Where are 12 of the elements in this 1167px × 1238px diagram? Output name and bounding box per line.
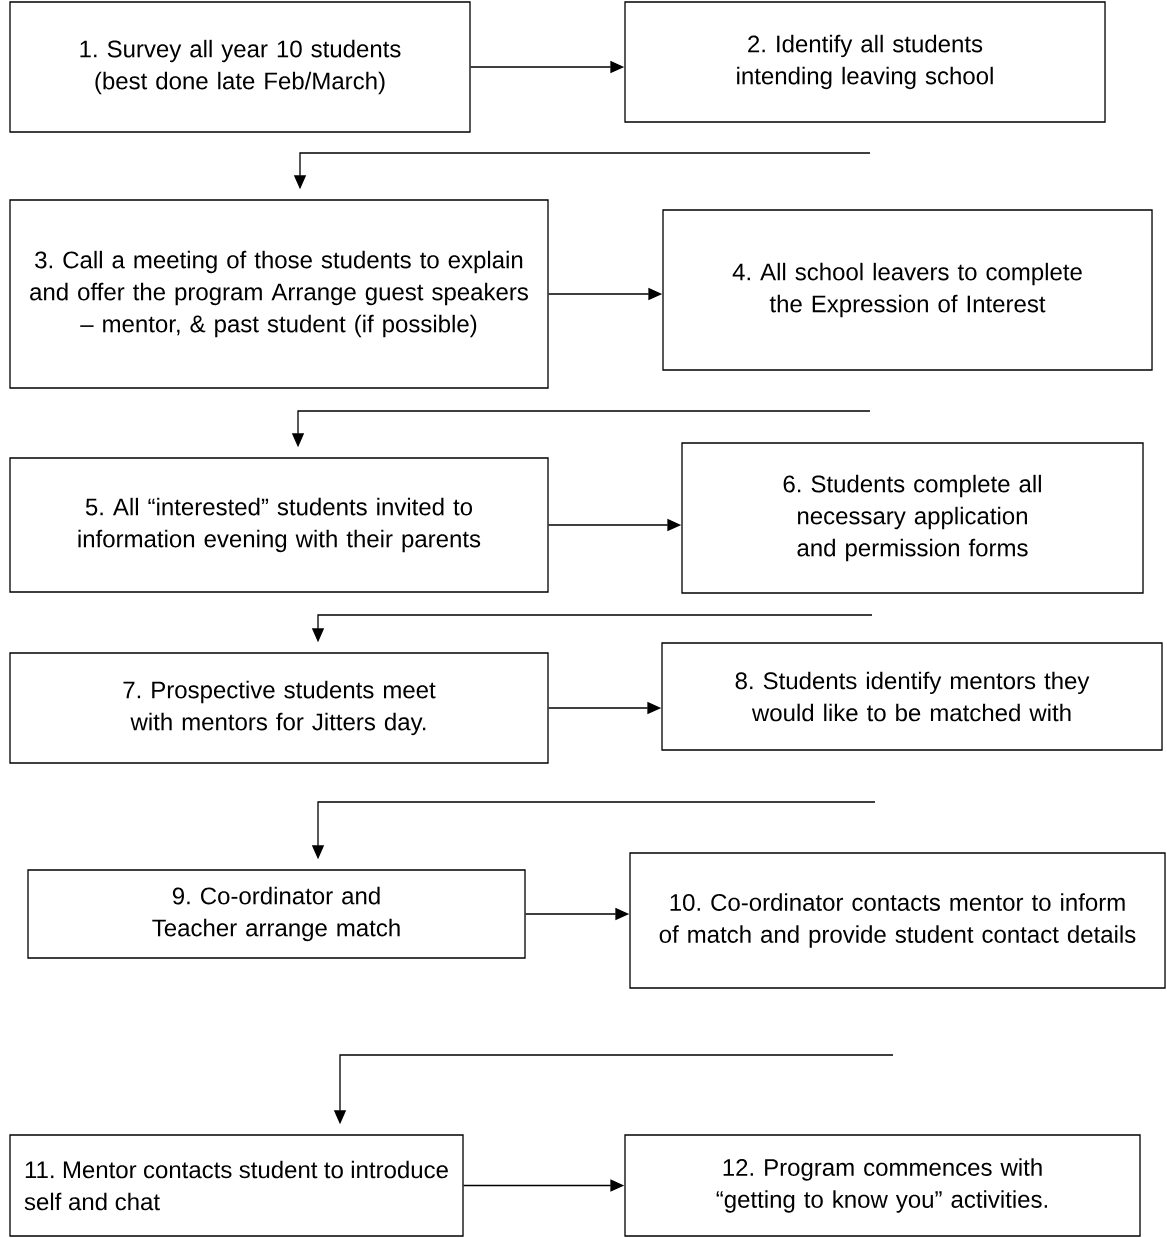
- process-box: 7. Prospective students meet with mentors for Jitters day.: [9, 652, 549, 764]
- process-box: 1. Survey all year 10 students (best done late Feb/March): [9, 1, 471, 133]
- process-box: 11. Mentor contacts student to introduce self and chat: [9, 1134, 464, 1237]
- process-box: 12. Program commences with “getting to know you” activities.: [624, 1134, 1141, 1237]
- process-box: 4. All school leavers to complete the Expression of Interest: [662, 209, 1153, 371]
- process-box: 5. All “interested” students invited to information evening with their parents: [9, 457, 549, 593]
- process-box: 3. Call a meeting of those students to explain and offer the program Arrange guest speakers – mentor, & past student (if possible): [9, 199, 549, 389]
- process-box: 9. Co-ordinator and Teacher arrange match: [27, 869, 526, 959]
- process-box: 6. Students complete all necessary application and permission forms: [681, 442, 1144, 594]
- process-box: 10. Co-ordinator contacts mentor to inform of match and provide student contact details: [629, 852, 1166, 989]
- process-box: 2. Identify all students intending leaving school: [624, 1, 1106, 123]
- process-box: 8. Students identify mentors they would like to be matched with: [661, 642, 1163, 751]
